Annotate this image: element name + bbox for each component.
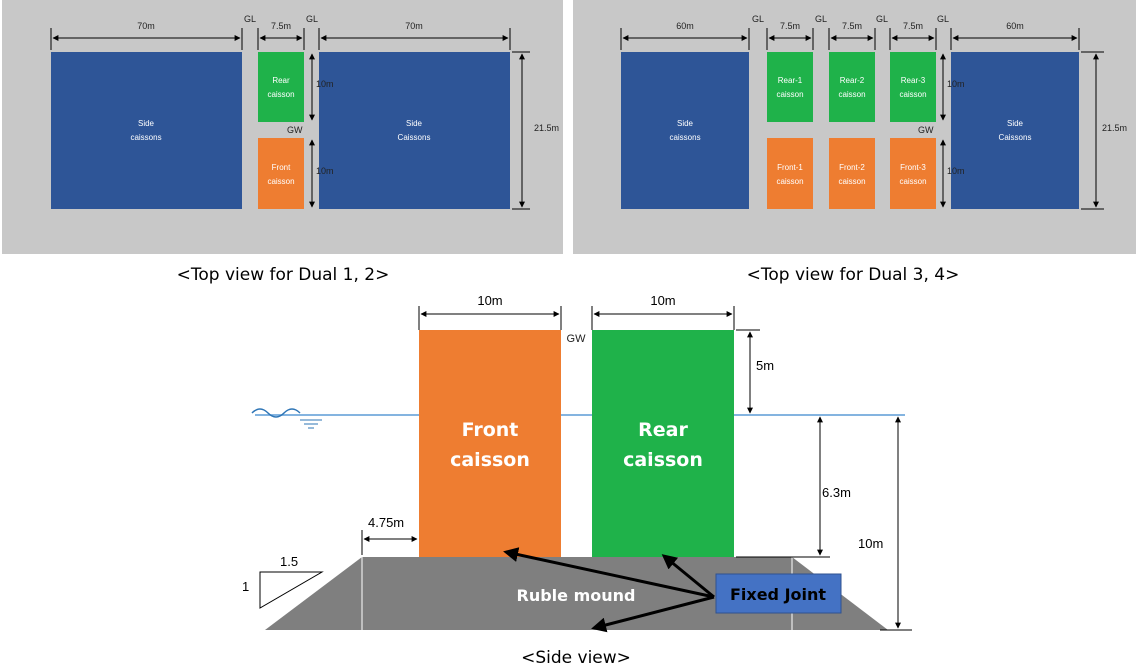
dim-m1: 7.5m xyxy=(780,21,800,31)
dim-side-right: 60m xyxy=(1006,21,1024,31)
top-view-dual-1-2: Side caissons Rear caisson Front caisson… xyxy=(2,0,563,254)
rear-1-label-2: caisson xyxy=(776,90,803,99)
rear-2-label-1: Rear-2 xyxy=(840,76,865,85)
front-2-label-2: caisson xyxy=(838,177,865,186)
water-level-icon xyxy=(251,408,322,429)
side-right-label-1: Side xyxy=(406,119,423,128)
side-view: Front caisson Rear caisson 10m 10m GW 5m… xyxy=(242,293,912,633)
width-dimensions xyxy=(418,306,735,330)
fixed-joint-arrows xyxy=(503,547,715,633)
fixed-joint-box xyxy=(715,573,842,614)
dim-depth: 6.3m xyxy=(822,485,851,500)
dim-front-height: 10m xyxy=(316,166,334,176)
rear-1-label-1: Rear-1 xyxy=(778,76,803,85)
dim-gl-4: GL xyxy=(937,14,949,24)
side-caissons-right xyxy=(319,52,510,209)
dim-gl-left: GL xyxy=(244,14,256,24)
dim-gl-right: GL xyxy=(306,14,318,24)
front-label-2: caisson xyxy=(267,177,294,186)
front-caisson xyxy=(258,138,304,209)
front-2-label-1: Front-2 xyxy=(839,163,865,172)
dim-rear-height: 10m xyxy=(316,79,334,89)
rear-2-caisson xyxy=(829,52,875,122)
front-caisson-label-2: caisson xyxy=(450,449,530,471)
side-caissons-left xyxy=(51,52,242,209)
front-caisson xyxy=(419,330,561,557)
dim-gw: GW xyxy=(918,125,934,135)
top-dimensions xyxy=(620,28,1080,50)
caption-top-left: <Top view for Dual 1, 2> xyxy=(177,265,390,285)
dim-freeboard: 5m xyxy=(756,358,774,373)
dim-side-left: 70m xyxy=(137,21,155,31)
rear-3-caisson xyxy=(890,52,936,122)
side-right-label-2: Caissons xyxy=(398,133,431,142)
rear-2-label-2: caisson xyxy=(838,90,865,99)
side-left-label-2: caissons xyxy=(130,133,161,142)
dim-side-left: 60m xyxy=(676,21,694,31)
dim-m2: 7.5m xyxy=(842,21,862,31)
dim-gl-3: GL xyxy=(876,14,888,24)
dim-gw: GW xyxy=(567,333,587,345)
rear-caisson xyxy=(258,52,304,122)
front-3-label-1: Front-3 xyxy=(900,163,926,172)
vertical-dimensions xyxy=(736,329,912,631)
top-dimensions xyxy=(50,28,511,50)
front-3-caisson xyxy=(890,138,936,209)
front-1-caisson xyxy=(767,138,813,209)
rear-caisson xyxy=(592,330,734,557)
front-2-caisson xyxy=(829,138,875,209)
slope-horizontal: 1.5 xyxy=(280,554,298,569)
side-left-label-2: caissons xyxy=(669,133,700,142)
vertical-dimensions xyxy=(940,51,1104,210)
fixed-joint-label: Fixed Joint xyxy=(730,585,826,604)
berm-dimension xyxy=(361,530,418,555)
front-1-label-1: Front-1 xyxy=(777,163,803,172)
front-3-label-2: caisson xyxy=(899,177,926,186)
dim-side-right: 70m xyxy=(405,21,423,31)
dim-total-height: 21.5m xyxy=(1102,123,1127,133)
dim-front-width: 10m xyxy=(477,293,502,308)
side-caissons-right xyxy=(951,52,1079,209)
caption-top-right: <Top view for Dual 3, 4> xyxy=(747,265,960,285)
side-left-label-1: Side xyxy=(677,119,694,128)
rear-1-caisson xyxy=(767,52,813,122)
front-1-label-2: caisson xyxy=(776,177,803,186)
side-right-label-1: Side xyxy=(1007,119,1024,128)
vertical-dimensions xyxy=(309,51,530,210)
side-right-label-2: Caissons xyxy=(999,133,1032,142)
slope-vertical: 1 xyxy=(242,579,249,594)
rear-label-1: Rear xyxy=(272,76,290,85)
rear-caisson-label-2: caisson xyxy=(623,449,703,471)
rubble-mound-label: Ruble mound xyxy=(517,586,636,605)
top-view-dual-3-4: Side caissons Rear-1 caisson Rear-2 cais… xyxy=(573,0,1136,254)
dim-gl-1: GL xyxy=(752,14,764,24)
front-label-1: Front xyxy=(272,163,291,172)
caption-side-view: <Side view> xyxy=(521,648,631,668)
front-caisson-label-1: Front xyxy=(462,419,519,441)
rear-label-2: caisson xyxy=(267,90,294,99)
slope-triangle-icon xyxy=(259,571,324,609)
rear-3-label-2: caisson xyxy=(899,90,926,99)
dim-berm: 4.75m xyxy=(368,515,404,530)
dim-total-height: 10m xyxy=(858,536,883,551)
dim-total-height: 21.5m xyxy=(534,123,559,133)
dim-rear-height: 10m xyxy=(947,79,965,89)
dim-m3: 7.5m xyxy=(903,21,923,31)
rear-3-label-1: Rear-3 xyxy=(901,76,926,85)
dim-gl-2: GL xyxy=(815,14,827,24)
side-left-label-1: Side xyxy=(138,119,155,128)
dim-middle: 7.5m xyxy=(271,21,291,31)
dim-gw: GW xyxy=(287,125,303,135)
dim-front-height: 10m xyxy=(947,166,965,176)
rear-caisson-label-1: Rear xyxy=(638,419,688,441)
dim-rear-width: 10m xyxy=(650,293,675,308)
side-caissons-left xyxy=(621,52,749,209)
